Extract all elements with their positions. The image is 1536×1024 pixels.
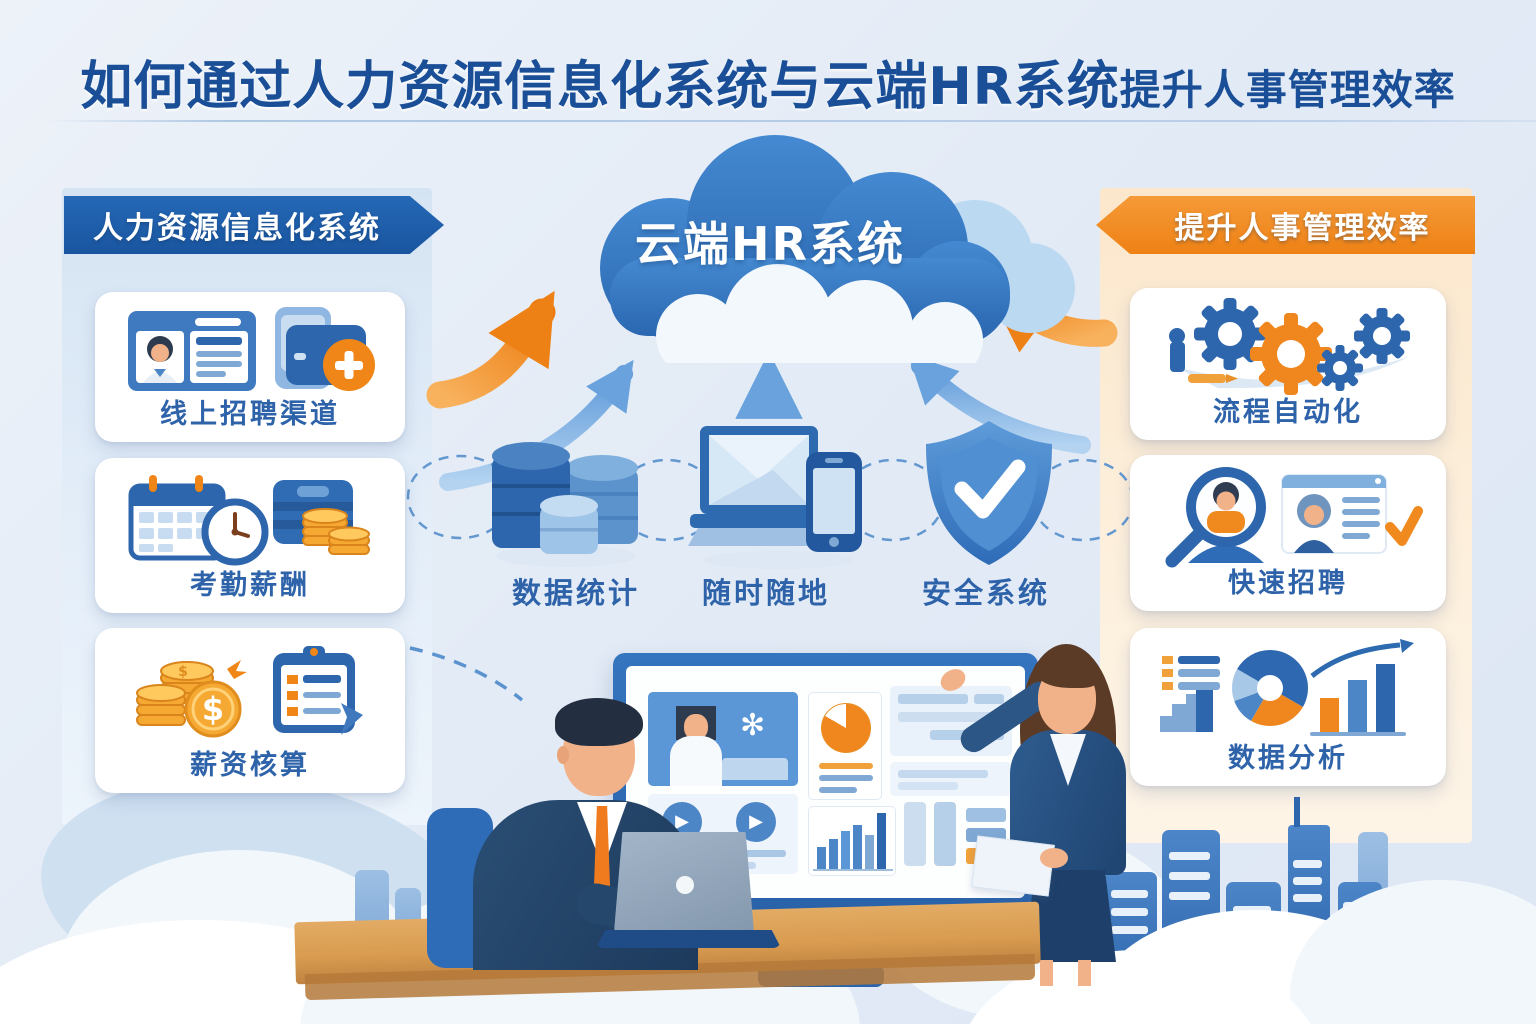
pie-chart-icon [1232,650,1308,727]
woman-leg [1078,960,1091,986]
presentation-monitor: ✻ [613,653,1038,915]
card-data-analytics: 数据分析 [1130,628,1446,786]
woman-holding-hand [1040,848,1068,868]
svg-text:$: $ [178,664,188,680]
device-add-icon [274,307,375,392]
analytics-charts-icon [1160,639,1414,737]
man-ear [557,746,569,764]
laptop-logo [676,876,694,894]
dollar-coins-icon: $ $ [135,645,363,738]
page-title: 如何通过人力资源信息化系统与云端HR系统提升人事管理效率 [0,44,1536,119]
svg-text:$: $ [201,690,223,728]
man-hair [555,698,643,746]
card-label: 数据分析 [1228,743,1348,775]
cloud-front [656,264,983,363]
recruitment-search-icon [1165,467,1423,568]
left-panel-header: 人力资源信息化系统 [64,196,444,254]
id-card-icon [127,307,375,392]
mid-label-security: 安全系统 [921,576,1050,610]
right-panel-header: 提升人事管理效率 [1096,196,1475,254]
bar-chart-panel [808,806,896,876]
page-title-main: 如何通过人力资源信息化系统与云端HR系统 [80,57,1120,117]
growth-spark-icon [226,659,247,679]
card-label: 快速招聘 [1228,568,1348,600]
storage-coins-icon [272,479,370,555]
woman-hair-bang [1034,654,1100,688]
calendar-clock-icon [128,474,370,566]
card-online-recruitment: 线上招聘渠道 [95,292,405,442]
office-scene: ✻ [0,620,1536,1024]
presenter-woman [936,642,1162,987]
video-call-panel: ✻ [648,692,798,786]
table-panel-2 [890,762,1012,796]
laptop-phone-icon [688,426,862,569]
card-label: 考勤薪酬 [190,570,310,602]
clipboard-check-icon [272,645,363,735]
card-fast-recruiting: 快速招聘 [1130,455,1446,611]
card-label: 流程自动化 [1213,397,1363,429]
database-icon [492,442,638,567]
shield-check-icon [926,421,1052,565]
network-icon: ✻ [740,708,766,743]
woman-leg [1040,960,1053,986]
phone-icon [806,452,862,552]
pie-stat-panel [808,692,882,800]
cloud-title: 云端HR系统 [635,217,905,271]
laptop [596,832,786,957]
gears-icon [1169,298,1410,396]
document-in-hand [971,835,1055,897]
card-process-automation: 流程自动化 [1130,288,1446,440]
man-tie [594,806,610,898]
card-label: 薪资核算 [190,750,310,782]
laptop-keyboard [596,930,781,948]
mid-label-data: 数据统计 [511,576,640,610]
card-label: 线上招聘渠道 [160,399,340,431]
page-title-suffix: 提升人事管理效率 [1119,66,1456,114]
mid-label-access: 随时随地 [701,576,830,610]
profile-card-icon [1281,474,1387,555]
check-icon [1385,506,1423,547]
card-attendance-payroll: 考勤薪酬 [95,458,405,613]
card-salary-accounting: $ $ 薪资核算 [95,628,405,793]
title-divider [46,120,1536,122]
bar-growth-icon [1310,639,1414,737]
